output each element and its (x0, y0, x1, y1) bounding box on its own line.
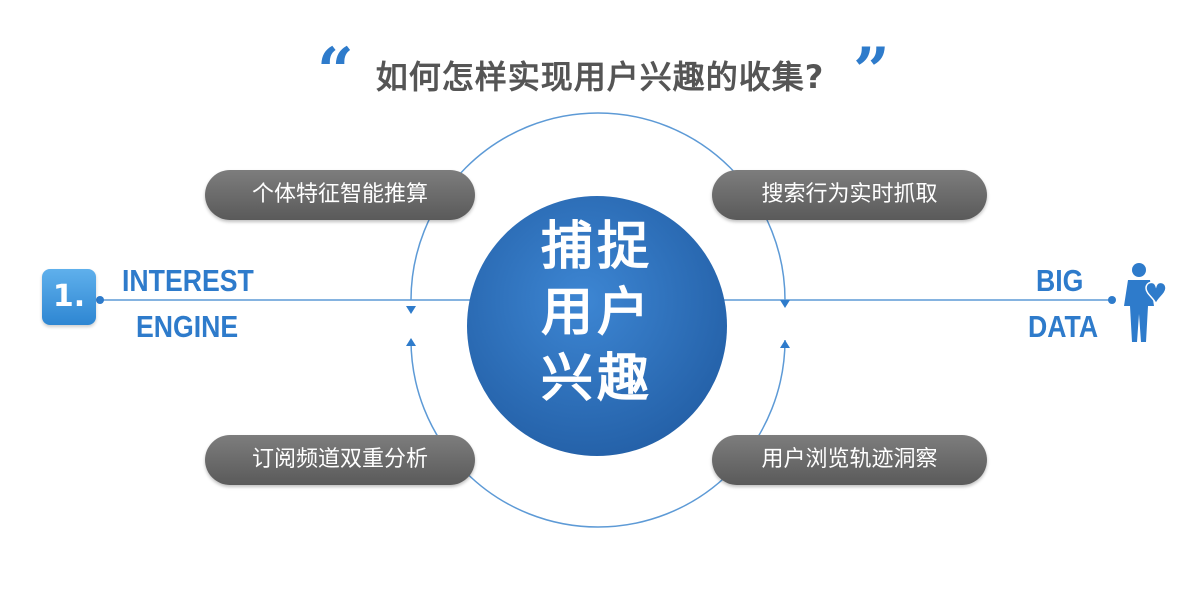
interest-label: INTEREST (122, 263, 254, 298)
center-label: 捕捉 用户 兴趣 (472, 214, 722, 412)
watermark (830, 545, 1160, 563)
engine-label: ENGINE (136, 309, 239, 344)
axis-end-dot-left (96, 296, 104, 304)
arrow-left-bottom (406, 338, 416, 346)
pill-search-behavior: 搜索行为实时抓取 (712, 170, 987, 220)
center-line-2: 用户 (540, 283, 653, 343)
arrow-left-top (406, 306, 416, 314)
person-heart-icon (1124, 263, 1167, 342)
arrow-right-top (780, 300, 790, 308)
axis-end-dot-right (1108, 296, 1116, 304)
big-label: BIG (1036, 263, 1084, 298)
pill-browsing-insight: 用户浏览轨迹洞察 (712, 435, 987, 485)
outer-ring-bottom-arc (410, 339, 786, 528)
center-line-3: 兴趣 (540, 349, 653, 409)
page-title: 如何怎样实现用户兴趣的收集? (375, 58, 825, 96)
data-label: DATA (1028, 309, 1099, 344)
number-badge-icon: 1. (42, 269, 96, 325)
pill-channel-analysis: 订阅频道双重分析 (205, 435, 475, 485)
center-line-1: 捕捉 (540, 217, 653, 277)
open-quote-mark: “ (317, 34, 354, 109)
pill-individual-features: 个体特征智能推算 (205, 170, 475, 220)
center-circle (467, 196, 727, 456)
close-quote-mark: ” (853, 34, 890, 109)
arrow-right-bottom (780, 340, 790, 348)
